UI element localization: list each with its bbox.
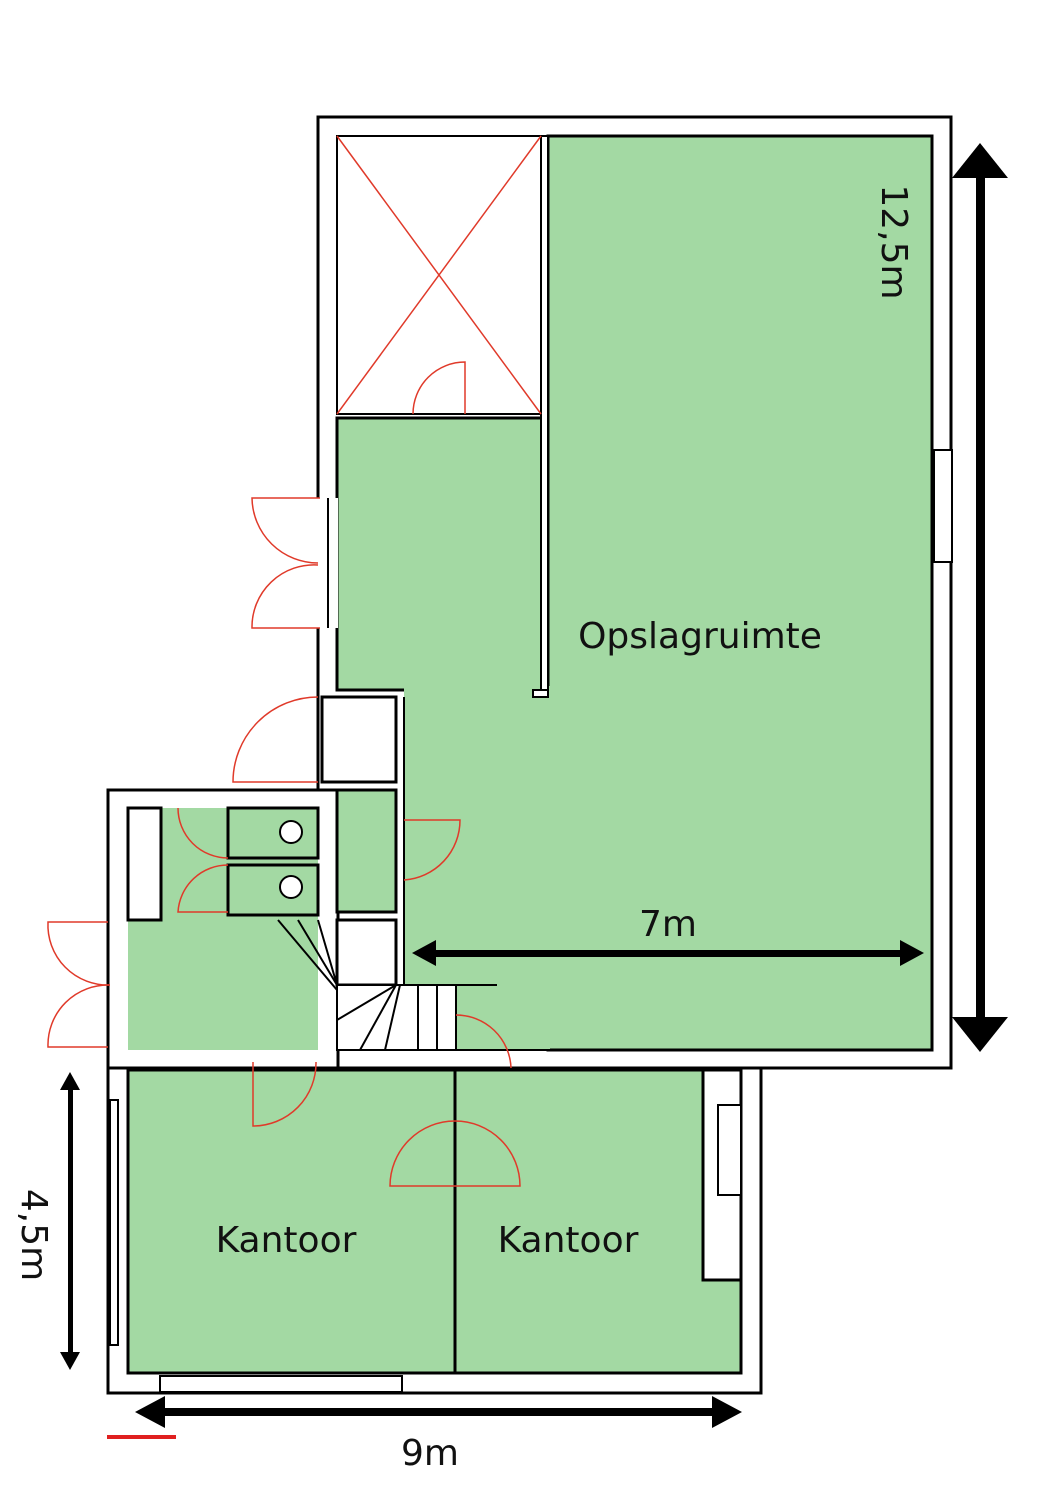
arrow-horizontal-total [160,1408,720,1416]
closet-2 [335,918,398,987]
room-label-storage: Opslagruimte [578,616,822,657]
toilet-block [47,806,320,1050]
toilet-icon [279,820,303,844]
arrow-vertical-office [68,1090,73,1355]
door [403,819,461,881]
arrow-horizontal-storage [430,950,905,957]
room-label-office-right: Kantoor [498,1220,639,1261]
storage-room [335,134,934,1052]
room-label-office-left: Kantoor [216,1220,357,1261]
dimension-total-width: 9m [401,1433,459,1474]
arrow-vertical-storage [976,170,985,1025]
toilet-icon [279,875,303,899]
closet [320,695,398,784]
dimension-storage-height: 12,5m [873,184,914,299]
window [159,1375,403,1393]
offices [109,1061,743,1393]
dimension-arrows [60,143,1008,1428]
dimension-storage-width: 7m [639,904,697,945]
dimension-office-depth: 4,5m [13,1189,54,1281]
void-crossed [336,135,542,415]
window [933,449,953,563]
staircase [277,919,512,1069]
small-room [335,788,398,914]
double-door-left [232,497,338,783]
